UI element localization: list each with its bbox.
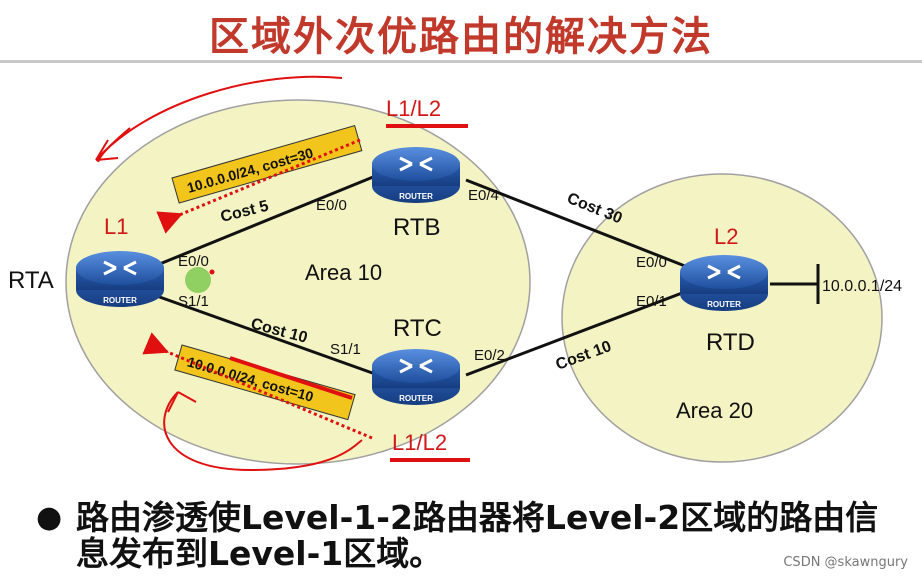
page-title: 区域外次优路由的解决方法 [209, 14, 713, 60]
handdrawn-arc-bottom [163, 391, 363, 472]
network-diagram: 10.0.0.0/24, cost=30 10.0.0.0/24, cost=1… [8, 75, 902, 472]
iface-rtd-e01: E0/1 [636, 293, 667, 310]
router-rtd-icon-label: ROUTER [707, 300, 741, 309]
area-20-region [561, 173, 883, 463]
underline-cost-tag [229, 356, 353, 400]
advertise-arrow-bottom [142, 332, 373, 440]
router-rtb-name: RTB [393, 214, 441, 241]
router-rtc-level: L1/L2 [392, 430, 447, 455]
bullet-marker: ● [36, 500, 63, 535]
area-10-label: Area 10 [305, 260, 382, 285]
router-rtb-icon-label: ROUTER [399, 192, 433, 201]
link-rtc-rtd [465, 288, 691, 377]
cursor-highlight [185, 267, 211, 293]
iface-rtb-e04: E0/4 [468, 187, 499, 204]
router-rtc-icon-label: ROUTER [399, 394, 433, 403]
router-rtc-icon: ROUTER [372, 349, 460, 405]
iface-rtc-s11: S1/1 [330, 341, 361, 358]
link-rtb-rtd [465, 178, 691, 270]
handdrawn-arc-top-2 [97, 127, 131, 163]
router-rta-icon: ROUTER [76, 251, 164, 307]
router-rta-name: RTA [8, 267, 54, 294]
cursor-dot [209, 269, 215, 275]
router-rtd-icon: ROUTER [680, 255, 768, 311]
network-address: 10.0.0.1/24 [822, 278, 902, 295]
iface-rtc-e02: E0/2 [474, 347, 505, 364]
area-20-label: Area 20 [676, 398, 753, 423]
iface-rtd-e00: E0/0 [636, 254, 667, 271]
router-rtb-icon: ROUTER [372, 147, 460, 203]
iface-rta-s11: S1/1 [178, 293, 209, 310]
router-rtb-level: L1/L2 [386, 96, 441, 121]
watermark: CSDN @skawngury [783, 555, 908, 570]
link-rta-rtb [139, 173, 379, 274]
router-rta-level: L1 [104, 214, 128, 239]
advertise-arrow-top [156, 138, 361, 234]
router-rtd-level: L2 [714, 224, 738, 249]
link-rta-rtc [139, 288, 379, 377]
iface-rtb-e00: E0/0 [316, 197, 347, 214]
iface-rta-e00: E0/0 [178, 253, 209, 270]
title-divider [0, 60, 922, 63]
router-rtd-name: RTD [706, 329, 755, 356]
bullet-text: 路由渗透使Level-1-2路由器将Level-2区域的路由信息发布到Level… [76, 498, 879, 573]
handdrawn-arrowhead-bottom [167, 391, 197, 413]
router-rta-icon-label: ROUTER [103, 296, 137, 305]
router-rtc-name: RTC [393, 315, 442, 342]
